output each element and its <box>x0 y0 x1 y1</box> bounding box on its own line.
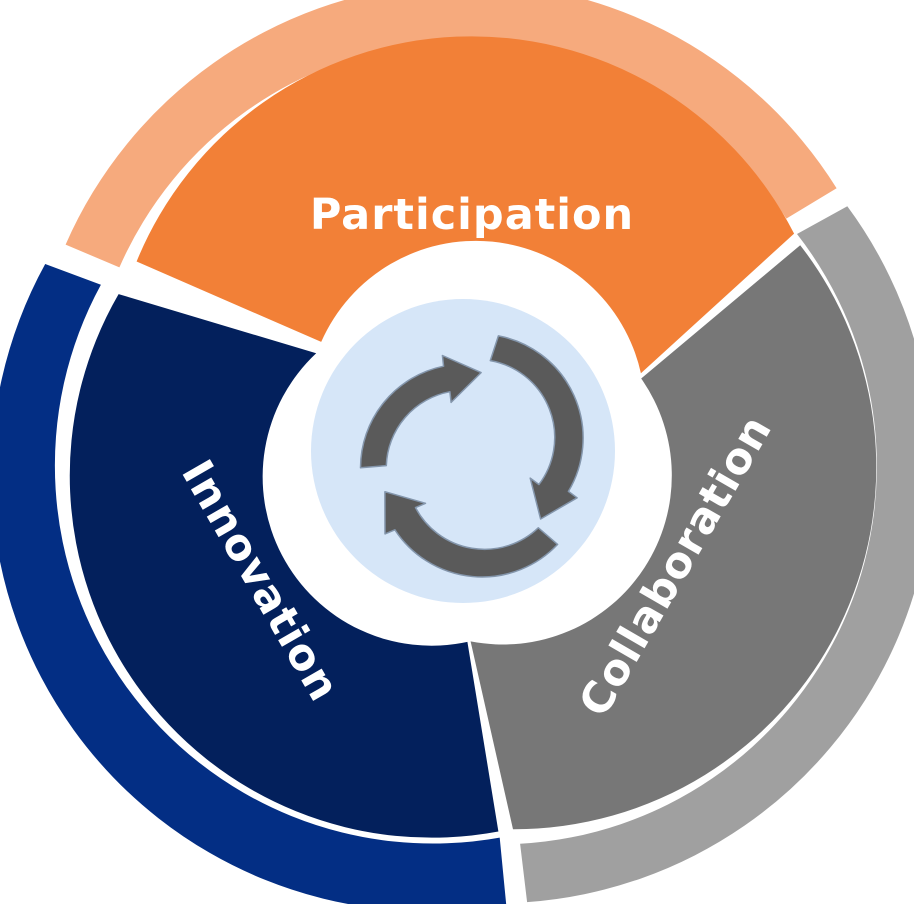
participation-label: Participation <box>310 190 634 240</box>
participation-segment[interactable] <box>136 36 795 374</box>
innovation-segment[interactable] <box>69 294 499 838</box>
innovation-outer-ring <box>0 264 507 904</box>
cycle-arrows-icon <box>359 335 584 578</box>
cycle-arrow-top-left <box>359 354 482 469</box>
cycle-arrow-bottom <box>384 490 559 578</box>
participation-outer-ring <box>65 0 837 268</box>
collaboration-segment[interactable] <box>470 245 877 830</box>
collaboration-outer-ring <box>520 206 914 903</box>
cycle-arrow-right <box>489 335 584 520</box>
